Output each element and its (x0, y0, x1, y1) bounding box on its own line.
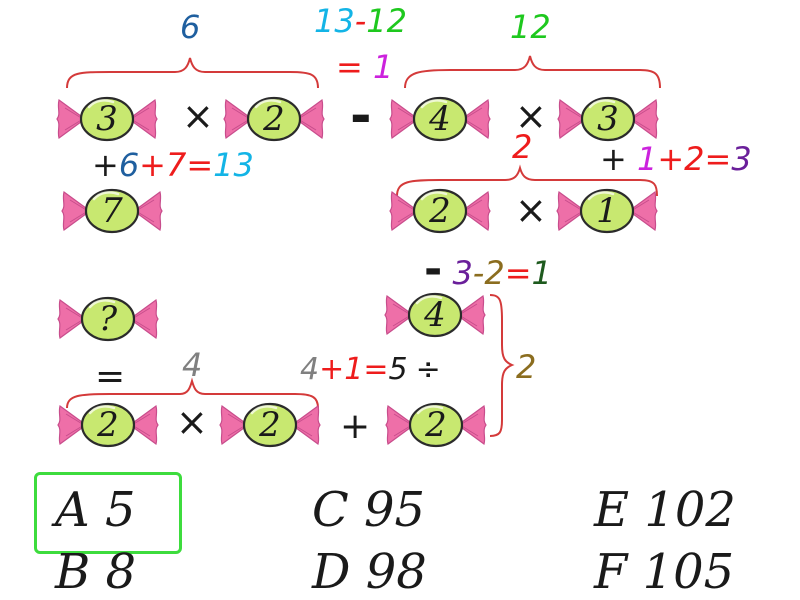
top-subtraction-result: = 1 (336, 48, 394, 86)
candy-row2-one: 1 (555, 186, 659, 236)
choice-c[interactable]: C 95 (312, 482, 426, 538)
times-sign-3: × (515, 188, 547, 232)
brace-vertical-right (489, 294, 515, 437)
choice-e[interactable]: E 102 (594, 482, 736, 538)
top-subtraction: 13-12 (314, 2, 407, 40)
left-sum-annotation: +6+7=13 (92, 146, 254, 184)
equals-sign: = (95, 356, 126, 397)
candy-row2-two: 2 (388, 186, 492, 236)
candy-row3-four: 4 (383, 290, 487, 340)
selected-answer-box (34, 472, 182, 554)
choice-d[interactable]: D 98 (312, 544, 427, 600)
times-sign-2: × (515, 94, 547, 138)
candy-row4-b: 2 (218, 400, 322, 450)
candy-row4-b-number: 2 (259, 405, 281, 445)
left-bracket-value: 6 (180, 8, 201, 46)
candy-row2-two-number: 2 (429, 191, 451, 231)
times-sign-4: × (176, 400, 208, 444)
candy-question: ? (56, 294, 160, 344)
brace-bottom-left (66, 377, 319, 409)
candy-row3-four-number: 4 (424, 295, 446, 335)
choice-a[interactable]: A 5 (55, 482, 136, 538)
candy-seven-number: 7 (101, 191, 123, 231)
brace-top-right (404, 55, 661, 89)
choice-f[interactable]: F 105 (594, 544, 735, 600)
candy-b-number: 2 (263, 99, 285, 139)
brace-top-left (66, 57, 319, 89)
candy-row4-c-number: 2 (425, 405, 447, 445)
minus-sign-1: - (350, 86, 372, 146)
candy-b: 2 (222, 94, 326, 144)
choice-b[interactable]: B 8 (55, 544, 137, 600)
candy-c: 4 (388, 94, 492, 144)
candy-row4-c: 2 (384, 400, 488, 450)
candy-seven: 7 (60, 186, 164, 236)
minus-annotation: - 3-2=1 (424, 244, 552, 295)
times-sign-1: × (182, 94, 214, 138)
candy-a-number: 3 (96, 99, 118, 139)
vertical-bracket-value: 2 (516, 348, 537, 386)
candy-question-number: ? (98, 299, 118, 339)
right-bracket-value: 12 (510, 8, 551, 46)
candy-a: 3 (55, 94, 159, 144)
middle-bracket-value: 2 (512, 128, 533, 166)
right-sum-annotation: + 1+2=3 (600, 140, 752, 178)
candy-row4-a-number: 2 (97, 405, 119, 445)
candy-row2-one-number: 1 (596, 191, 618, 231)
candy-row4-a: 2 (56, 400, 160, 450)
candy-d: 3 (556, 94, 660, 144)
bottom-bracket-value: 4 (182, 346, 203, 384)
brace-middle-right (396, 164, 658, 197)
plus-sign: + (340, 406, 371, 447)
candy-c-number: 4 (429, 99, 451, 139)
candy-d-number: 3 (597, 99, 619, 139)
division-annotation: 4+1=5÷ (300, 352, 441, 387)
